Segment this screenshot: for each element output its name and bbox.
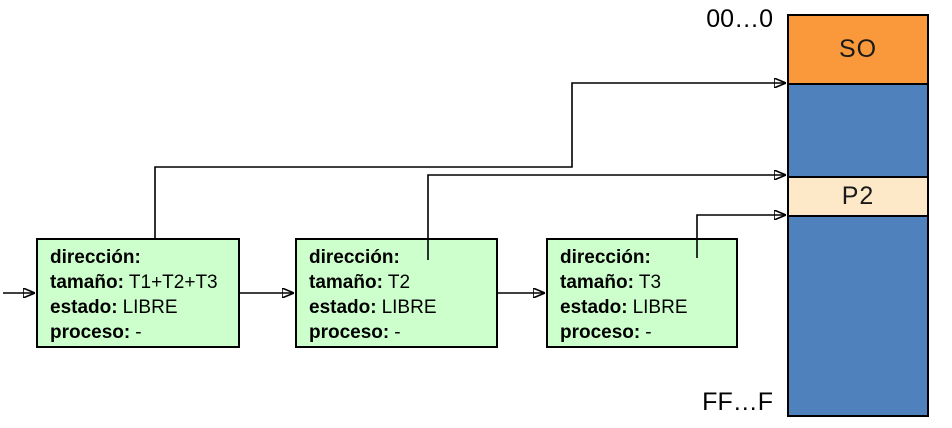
node-field-proceso: proceso:- <box>560 322 652 343</box>
address-label-bottom: FF…F <box>702 388 773 416</box>
segment-label-p2: P2 <box>841 182 875 210</box>
free-list-node-3: dirección: tamaño:T3 estado:LIBRE proces… <box>546 238 738 348</box>
segment-label-so: SO <box>838 35 878 63</box>
memory-segment-blue-upper <box>789 83 927 176</box>
node-field-tamano: tamaño:T1+T2+T3 <box>50 272 218 293</box>
memory-segment-p2: P2 <box>789 176 927 215</box>
node-field-proceso: proceso:- <box>50 322 142 343</box>
node-1-address-pointer <box>154 83 785 238</box>
node-field-estado: estado:LIBRE <box>309 297 437 318</box>
node-field-tamano: tamaño:T2 <box>309 272 411 293</box>
node-field-estado: estado:LIBRE <box>50 297 178 318</box>
node-field-direccion: dirección: <box>560 247 651 268</box>
node-field-estado: estado:LIBRE <box>560 297 688 318</box>
node-field-tamano: tamaño:T3 <box>560 272 662 293</box>
address-label-top: 00…0 <box>706 5 773 33</box>
memory-map: SO P2 <box>787 14 929 417</box>
memory-segment-blue-lower <box>789 215 927 415</box>
node-field-direccion: dirección: <box>309 247 400 268</box>
node-field-direccion: dirección: <box>50 247 141 268</box>
free-list-node-2: dirección: tamaño:T2 estado:LIBRE proces… <box>295 238 498 348</box>
memory-segment-so: SO <box>789 16 927 83</box>
free-list-node-1: dirección: tamaño:T1+T2+T3 estado:LIBRE … <box>36 238 240 348</box>
node-field-proceso: proceso:- <box>309 322 401 343</box>
